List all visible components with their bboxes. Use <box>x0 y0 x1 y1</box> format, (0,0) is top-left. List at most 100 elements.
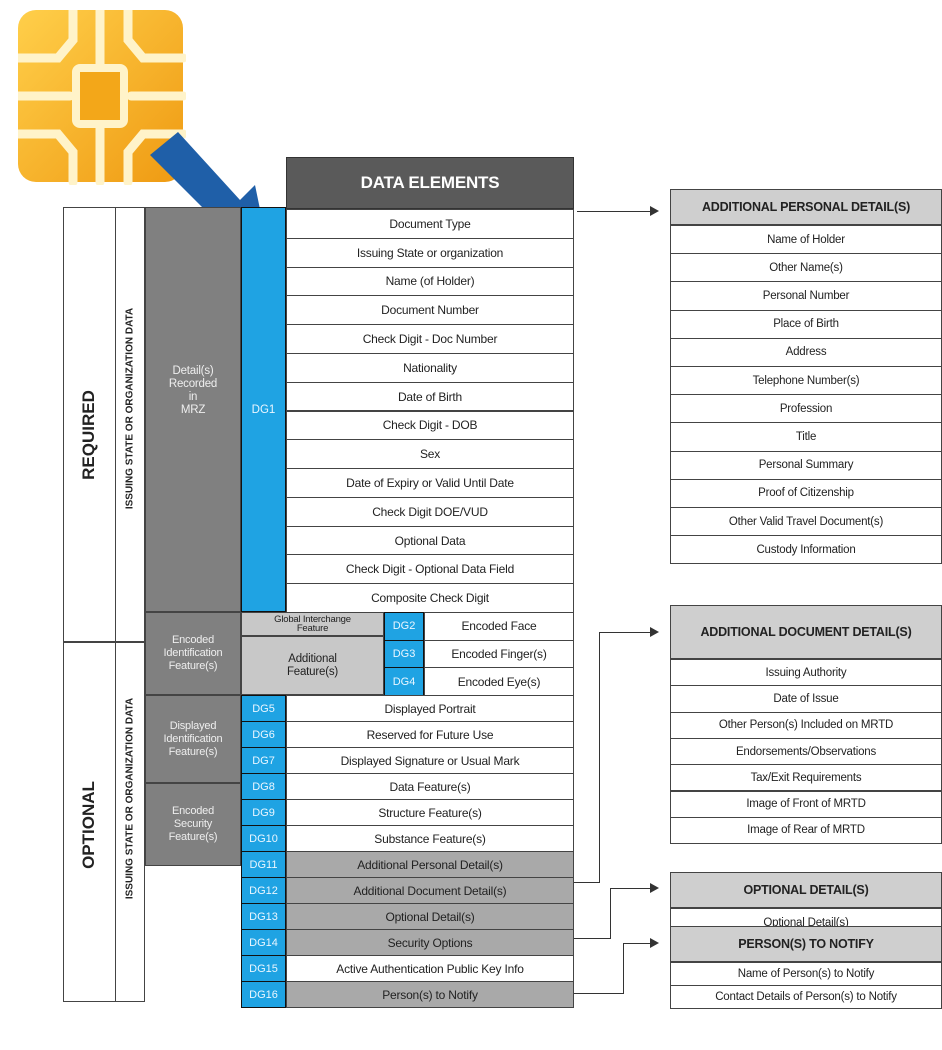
smart-chip-icon <box>18 10 186 185</box>
dg-number: DG15 <box>241 955 286 982</box>
group-encoded-security: Encoded Security Feature(s) <box>145 783 241 866</box>
group-mrz: Detail(s) Recorded in MRZ <box>145 207 241 612</box>
data-elements-header: DATA ELEMENTS <box>286 157 574 209</box>
panel-item: Telephone Number(s) <box>670 366 942 396</box>
mrz-item: Issuing State or organization <box>286 237 574 268</box>
dg-number: DG14 <box>241 929 286 956</box>
panel-item: Issuing Authority <box>670 659 942 687</box>
group-displayed-identification: Displayed Identification Feature(s) <box>145 695 241 783</box>
panel-item: Other Person(s) Included on MRTD <box>670 711 942 739</box>
optional-frame <box>63 642 116 1002</box>
panel-title: OPTIONAL DETAIL(S) <box>670 872 942 908</box>
panel-item: Date of Issue <box>670 685 942 713</box>
mrz-item: Check Digit - DOB <box>286 410 574 441</box>
dg-label: Additional Document Detail(s) <box>286 877 574 904</box>
dg-number: DG11 <box>241 851 286 878</box>
connector-personal-line <box>577 211 652 212</box>
dg1-cell: DG1 <box>241 207 286 612</box>
mrz-item: Nationality <box>286 352 574 383</box>
panel-item: Address <box>670 337 942 367</box>
dg-label: Encoded Face <box>424 612 574 641</box>
mrz-item: Date of Expiry or Valid Until Date <box>286 468 574 498</box>
dg-label: Data Feature(s) <box>286 773 574 800</box>
mrz-item: Document Type <box>286 209 574 239</box>
required-frame <box>63 207 116 642</box>
connector-notify-line <box>623 943 652 944</box>
optional-label: OPTIONAL <box>79 781 98 869</box>
dg-number: DG12 <box>241 877 286 904</box>
dg-label: Optional Detail(s) <box>286 903 574 930</box>
connector-dg16-line <box>574 993 624 994</box>
panel-item: Name of Holder <box>670 225 942 255</box>
panel-item: Contact Details of Person(s) to Notify <box>670 985 942 1009</box>
dg-label: Encoded Eye(s) <box>424 667 574 696</box>
panel-item: Title <box>670 422 942 452</box>
dg-label: Person(s) to Notify <box>286 981 574 1008</box>
global-interchange-feature: Global Interchange Feature <box>241 612 384 636</box>
issuing-required-frame <box>115 207 145 642</box>
required-label: REQUIRED <box>79 390 98 480</box>
mrz-item: Date of Birth <box>286 381 574 412</box>
connector-dg13-line <box>574 938 611 939</box>
dg-number: DG7 <box>241 747 286 774</box>
mrz-item: Composite Check Digit <box>286 583 574 613</box>
additional-features: Additional Feature(s) <box>241 636 384 695</box>
arrow-document-icon <box>650 627 659 637</box>
dg-number: DG3 <box>384 639 424 669</box>
panel-item: Image of Front of MRTD <box>670 790 942 818</box>
panel-item: Personal Summary <box>670 450 942 480</box>
connector-optional-line <box>610 888 652 889</box>
panel-item: Image of Rear of MRTD <box>670 816 942 845</box>
dg-label: Displayed Signature or Usual Mark <box>286 747 574 774</box>
mrz-item: Check Digit - Doc Number <box>286 324 574 354</box>
connector-document-line <box>599 632 652 633</box>
dg-number: DG4 <box>384 667 424 696</box>
issuing-optional-label: ISSUING STATE OR ORGANIZATION DATA <box>124 697 136 900</box>
dg-label: Substance Feature(s) <box>286 825 574 852</box>
panel-item: Place of Birth <box>670 309 942 339</box>
connector-dg12-vertical <box>599 632 600 882</box>
mrz-item: Name (of Holder) <box>286 266 574 297</box>
panel-item: Tax/Exit Requirements <box>670 764 942 792</box>
dg-number: DG16 <box>241 981 286 1008</box>
group-encoded-identification: Encoded Identification Feature(s) <box>145 612 241 695</box>
dg-number: DG8 <box>241 773 286 800</box>
dg-label: Displayed Portrait <box>286 695 574 722</box>
dg-label: Structure Feature(s) <box>286 799 574 826</box>
dg-number: DG2 <box>384 612 424 641</box>
panel-item: Name of Person(s) to Notify <box>670 962 942 986</box>
dg-number: DG13 <box>241 903 286 930</box>
mrz-item: Optional Data <box>286 525 574 556</box>
arrow-notify-icon <box>650 938 659 948</box>
dg-label: Security Options <box>286 929 574 956</box>
dg-label: Encoded Finger(s) <box>424 639 574 669</box>
dg-number: DG6 <box>241 721 286 748</box>
panel-item: Proof of Citizenship <box>670 478 942 508</box>
mrz-item: Document Number <box>286 295 574 326</box>
arrow-optional-icon <box>650 883 659 893</box>
panel-title: ADDITIONAL PERSONAL DETAIL(S) <box>670 189 942 225</box>
dg-label: Active Authentication Public Key Info <box>286 955 574 982</box>
connector-dg13-vertical <box>610 888 611 939</box>
dg-number: DG10 <box>241 825 286 852</box>
panel-title: PERSON(S) TO NOTIFY <box>670 926 942 962</box>
panel-item: Custody Information <box>670 535 942 565</box>
panel-title: ADDITIONAL DOCUMENT DETAIL(S) <box>670 605 942 659</box>
panel-item: Other Valid Travel Document(s) <box>670 507 942 537</box>
mrz-item: Sex <box>286 439 574 470</box>
panel-item: Personal Number <box>670 281 942 311</box>
dg-number: DG9 <box>241 799 286 826</box>
panel-item: Profession <box>670 394 942 424</box>
mrz-item: Check Digit DOE/VUD <box>286 496 574 527</box>
connector-dg16-vertical <box>623 943 624 994</box>
dg-number: DG5 <box>241 695 286 722</box>
connector-dg11-line <box>574 882 600 883</box>
arrow-personal-icon <box>650 206 659 216</box>
dg-label: Reserved for Future Use <box>286 721 574 748</box>
panel-item: Endorsements/Observations <box>670 737 942 766</box>
mrz-item: Check Digit - Optional Data Field <box>286 554 574 585</box>
dg-label: Additional Personal Detail(s) <box>286 851 574 878</box>
panel-item: Other Name(s) <box>670 253 942 283</box>
issuing-required-label: ISSUING STATE OR ORGANIZATION DATA <box>124 307 136 510</box>
issuing-optional-frame <box>115 642 145 1002</box>
